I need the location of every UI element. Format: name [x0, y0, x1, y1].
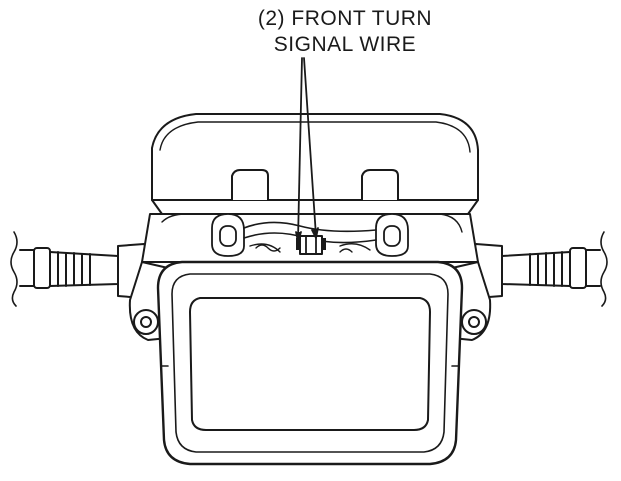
wire-couplers [211, 213, 409, 257]
instrument-housing [151, 113, 479, 215]
right-handlebar [469, 231, 608, 307]
callout-label-line2: SIGNAL WIRE [273, 33, 417, 56]
headlight [156, 260, 464, 466]
left-handlebar [10, 231, 151, 307]
callout-label-line1: (2) FRONT TURN [257, 7, 433, 30]
front-turn-signal-wire-callout: (2) FRONT TURN SIGNAL WIRE [230, 6, 460, 58]
callout-leader-lines [295, 57, 319, 243]
